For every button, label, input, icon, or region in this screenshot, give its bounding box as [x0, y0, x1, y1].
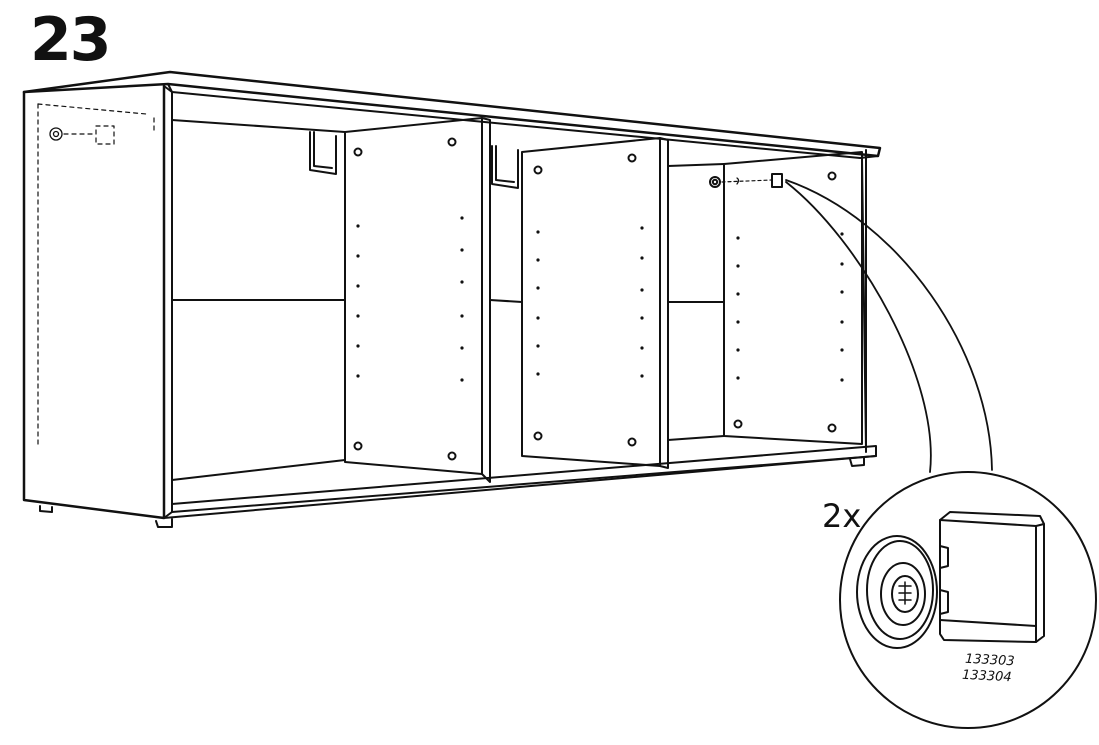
cable-cutouts	[309, 131, 519, 189]
partition-3	[723, 151, 863, 445]
enlarged-cam-lock-icon	[856, 535, 938, 649]
enlarged-cover-cap-icon	[939, 511, 1045, 643]
part-number: 133304	[961, 667, 1012, 686]
step-number: 23	[30, 5, 111, 75]
hidden-fixing-lines	[37, 103, 155, 449]
detail-callout-circle	[839, 471, 1097, 729]
cover-cap-icon	[771, 173, 783, 188]
cam-lock-fitting-icon	[709, 176, 740, 188]
hidden-cam-lock-icon	[49, 127, 63, 141]
cabinet-frame	[22, 70, 882, 528]
shelf-pin-holes	[356, 216, 844, 382]
detail-callout-leader	[785, 179, 993, 473]
partition-1	[344, 117, 491, 483]
partition-2	[521, 137, 669, 469]
quantity-label: 2x	[822, 497, 862, 535]
part-number: 133303	[964, 651, 1015, 670]
